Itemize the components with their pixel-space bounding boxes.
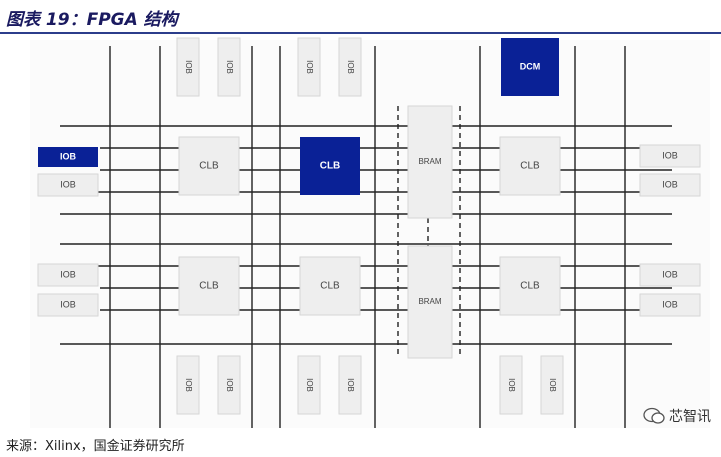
iob-label: IOB — [225, 60, 234, 74]
iob-pad: IOB — [639, 173, 701, 197]
iob-pad: IOB — [37, 293, 99, 317]
bottom-iob-pads: IOB IOB IOB IOB IOB IOB — [176, 355, 564, 415]
header: 图表 19：FPGA 结构 — [0, 0, 721, 34]
bram-block: BRAM — [407, 105, 453, 219]
clb-blocks: CLB CLB CLB CLB CLB CLB — [178, 136, 561, 316]
iob-pad: IOB — [639, 293, 701, 317]
iob-label: IOB — [60, 179, 76, 189]
iob-label: IOB — [305, 378, 314, 392]
iob-label: IOB — [184, 60, 193, 74]
footer: 来源：Xilinx，国金证券研究所 芯智讯 — [0, 407, 721, 457]
left-iob-pads: IOB IOB IOB IOB — [37, 147, 99, 317]
bram-label: BRAM — [418, 297, 441, 306]
iob-pad: IOB — [176, 355, 200, 415]
clb-label: CLB — [320, 161, 341, 172]
iob-pad-highlighted: IOB — [38, 147, 98, 167]
iob-label: IOB — [662, 150, 678, 160]
dcm-label: DCM — [520, 61, 541, 71]
iob-pad: IOB — [540, 355, 564, 415]
clb-block: CLB — [178, 136, 240, 196]
iob-pad: IOB — [37, 173, 99, 197]
figure-title: 图表 19：FPGA 结构 — [6, 10, 178, 30]
iob-pad: IOB — [639, 144, 701, 168]
iob-label: IOB — [60, 151, 77, 161]
iob-pad: IOB — [297, 37, 321, 97]
diagram-background — [30, 40, 710, 428]
iob-pad: IOB — [176, 37, 200, 97]
clb-label: CLB — [520, 281, 540, 292]
bram-block: BRAM — [407, 245, 453, 359]
clb-label: CLB — [199, 281, 219, 292]
clb-label: CLB — [320, 281, 340, 292]
iob-label: IOB — [305, 60, 314, 74]
vertical-routing — [109, 46, 626, 428]
clb-block: CLB — [178, 256, 240, 316]
iob-pad: IOB — [37, 263, 99, 287]
iob-label: IOB — [662, 299, 678, 309]
iob-pad: IOB — [217, 37, 241, 97]
iob-label: IOB — [346, 378, 355, 392]
bram-dashed-lines — [397, 106, 461, 356]
iob-label: IOB — [507, 378, 516, 392]
title-underline — [0, 32, 721, 34]
fpga-svg: IOB IOB IOB IOB DCM IOB — [30, 37, 710, 428]
clb-block: CLB — [299, 256, 361, 316]
clb-block: CLB — [499, 136, 561, 196]
iob-pad: IOB — [217, 355, 241, 415]
iob-pad: IOB — [297, 355, 321, 415]
clb-label: CLB — [520, 161, 540, 172]
clb-block: CLB — [499, 256, 561, 316]
iob-label: IOB — [346, 60, 355, 74]
right-iob-pads: IOB IOB IOB IOB — [639, 144, 701, 317]
bram-label: BRAM — [418, 157, 441, 166]
iob-label: IOB — [60, 269, 76, 279]
clb-block-highlighted: CLB — [300, 137, 360, 195]
fpga-diagram: IOB IOB IOB IOB DCM IOB — [0, 36, 721, 432]
source-note: 来源：Xilinx，国金证券研究所 — [6, 439, 185, 454]
iob-label: IOB — [662, 269, 678, 279]
iob-label: IOB — [184, 378, 193, 392]
iob-label: IOB — [662, 179, 678, 189]
iob-pad: IOB — [338, 355, 362, 415]
dcm-block: DCM — [501, 38, 559, 96]
iob-pad: IOB — [338, 37, 362, 97]
iob-pad: IOB — [639, 263, 701, 287]
iob-label: IOB — [548, 378, 557, 392]
top-iob-pads: IOB IOB IOB IOB — [176, 37, 362, 97]
wechat-icon — [643, 407, 665, 424]
iob-pad: IOB — [499, 355, 523, 415]
iob-label: IOB — [225, 378, 234, 392]
bram-blocks: BRAM BRAM — [407, 105, 453, 359]
iob-label: IOB — [60, 299, 76, 309]
watermark-text: 芯智讯 — [669, 409, 711, 425]
clb-label: CLB — [199, 161, 219, 172]
watermark: 芯智讯 — [643, 406, 711, 426]
